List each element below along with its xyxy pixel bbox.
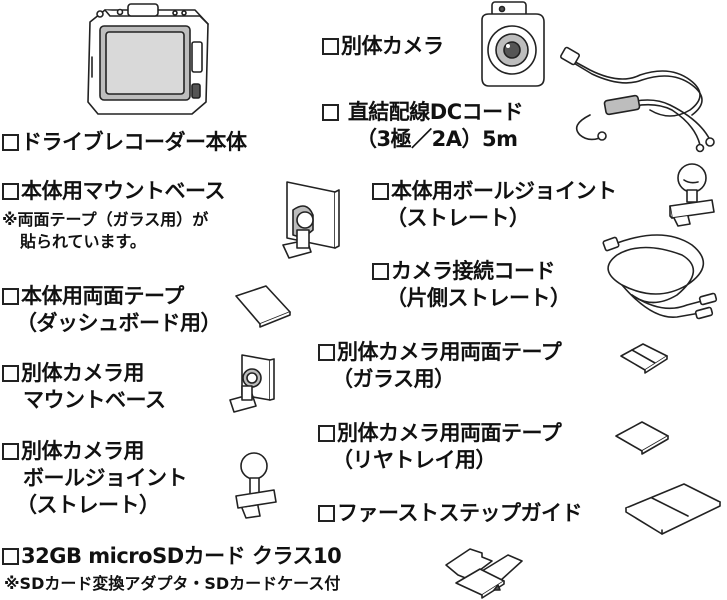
item-first-step-guide: ファーストステップガイド <box>318 500 582 527</box>
item-body-ball-joint: 本体用ボールジョイント （ストレート） <box>372 178 617 232</box>
checkbox <box>2 288 19 305</box>
item-recorder: ドライブレコーダー本体 <box>2 129 247 156</box>
body-ball-joint-illustration <box>669 163 715 227</box>
cam-tape-rear-illustration <box>615 421 669 455</box>
item-label: 本体用ボールジョイント <box>391 179 617 203</box>
item-label: ドライブレコーダー本体 <box>21 130 247 154</box>
item-separate-camera: 別体カメラ <box>322 33 444 60</box>
note-line: ※両面テープ（ガラス用）が <box>2 210 209 229</box>
dc-cord-illustration <box>560 46 715 153</box>
cam-tape-glass-illustration <box>620 343 668 374</box>
item-label-line2: （リヤトレイ用） <box>332 448 497 472</box>
checkbox <box>2 443 19 460</box>
item-label: ファーストステップガイド <box>337 501 582 525</box>
item-double-tape-body: 本体用両面テープ （ダッシュボード用） <box>2 283 222 337</box>
item-label: 別体カメラ用両面テープ <box>337 340 562 364</box>
item-label: 32GB microSDカード クラス10 <box>21 544 342 568</box>
item-camera-cable: カメラ接続コード （片側ストレート） <box>372 258 571 312</box>
item-label-line2: （片側ストレート） <box>386 286 571 310</box>
checkbox <box>2 183 19 200</box>
cam-mount-base-illustration <box>229 354 275 413</box>
item-label: 本体用両面テープ <box>21 284 184 308</box>
item-label: 別体カメラ用 <box>21 361 145 385</box>
item-label: カメラ接続コード <box>391 259 556 283</box>
sd-card-note: ※SDカード変換アダプタ・SDカードケース付 <box>4 574 341 593</box>
guide-booklet-illustration <box>625 483 721 535</box>
checkbox <box>322 104 339 121</box>
mount-base-note: ※両面テープ（ガラス用）が 貼られています。 <box>2 209 208 253</box>
item-label: 別体カメラ用両面テープ <box>337 421 562 445</box>
item-label: 直結配線DCコード <box>347 100 524 124</box>
item-cam-tape-glass: 別体カメラ用両面テープ （ガラス用） <box>318 339 562 393</box>
item-sd-card: 32GB microSDカード クラス10 <box>2 543 342 570</box>
item-label: 別体カメラ <box>341 34 444 58</box>
checkbox <box>318 505 335 522</box>
item-label-line2: （ダッシュボード用） <box>16 311 222 335</box>
checkbox <box>322 38 339 55</box>
item-label-line2: マウントベース <box>23 388 166 412</box>
item-cam-ball-joint: 別体カメラ用 ボールジョイント （ストレート） <box>2 438 188 519</box>
checkbox <box>2 365 19 382</box>
checkbox <box>372 263 389 280</box>
item-label-line2: （ストレート） <box>386 206 530 230</box>
separate-camera-illustration <box>481 1 545 87</box>
checkbox <box>2 548 19 565</box>
checkbox <box>372 183 389 200</box>
item-mount-base: 本体用マウントベース <box>2 178 225 205</box>
drive-recorder-illustration <box>87 3 209 115</box>
camera-cable-illustration <box>602 234 718 320</box>
note-line: 貼られています。 <box>20 232 146 251</box>
item-dc-cord: 直結配線DCコード （3極／2A）5m <box>322 99 524 153</box>
mount-base-illustration <box>282 181 340 259</box>
item-cam-mount-base: 別体カメラ用 マウントベース <box>2 360 166 414</box>
item-label-line2: （3極／2A）5m <box>356 127 518 151</box>
item-label-line2: ボールジョイント <box>23 466 188 490</box>
item-label: 本体用マウントベース <box>21 179 225 203</box>
checkbox <box>2 134 19 151</box>
item-label: 別体カメラ用 <box>21 439 145 463</box>
sd-card-illustration <box>445 548 523 599</box>
item-label-line2: （ガラス用） <box>332 367 455 391</box>
checkbox <box>318 425 335 442</box>
item-label-line3: （ストレート） <box>16 493 160 517</box>
cam-ball-joint-illustration <box>235 452 277 519</box>
item-cam-tape-rear: 別体カメラ用両面テープ （リヤトレイ用） <box>318 420 562 474</box>
body-tape-illustration <box>235 285 291 328</box>
checkbox <box>318 344 335 361</box>
